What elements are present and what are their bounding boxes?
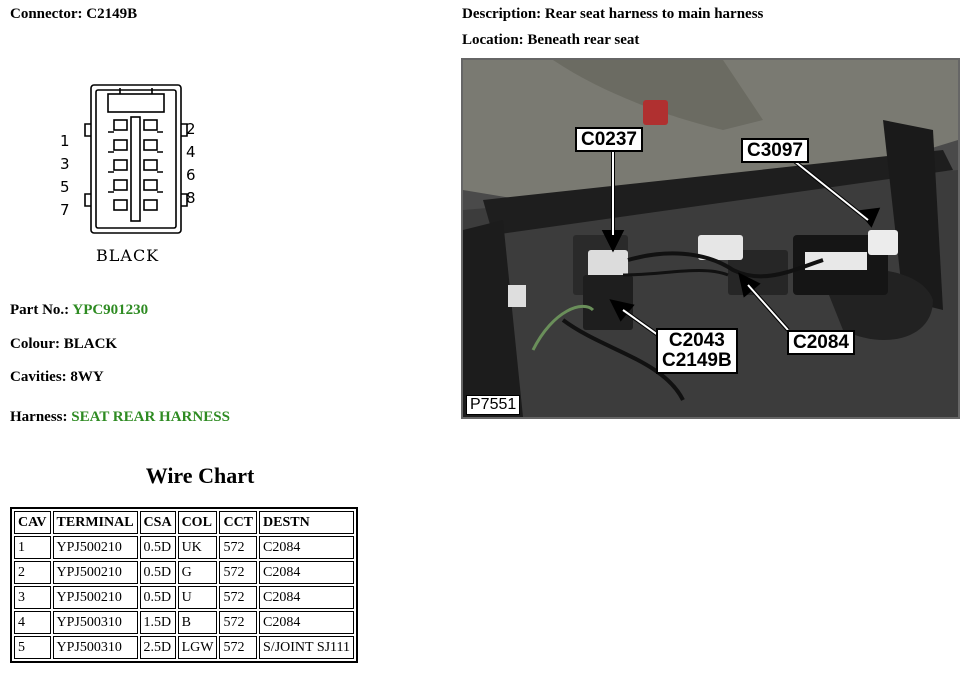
wire-chart-title: Wire Chart — [145, 463, 255, 488]
callout-c2043: C2043 — [668, 330, 725, 351]
photo-reference-tag: P7551 — [466, 395, 521, 415]
colour-line: Colour: BLACK — [10, 336, 117, 353]
part-no-label: Part No.: — [10, 302, 70, 318]
pin-number: 3 — [60, 155, 70, 173]
column-header: CCT — [219, 511, 258, 534]
right-pin-numbers: 2 4 6 8 — [186, 118, 196, 210]
pin-number: 8 — [186, 189, 196, 207]
table-cell: UK — [177, 536, 218, 559]
connector-outline-drawing — [84, 84, 188, 234]
column-header: TERMINAL — [52, 511, 138, 534]
table-cell: YPJ500210 — [52, 561, 138, 584]
table-cell: 0.5D — [139, 561, 176, 584]
table-cell: YPJ500210 — [52, 586, 138, 609]
table-cell: B — [177, 611, 218, 634]
description-value: Rear seat harness to main harness — [544, 6, 764, 22]
table-cell: G — [177, 561, 218, 584]
callout-c2149b: C2149B — [662, 350, 732, 371]
part-no-line: Part No.: YPC901230 — [10, 302, 148, 319]
pin-number: 2 — [186, 120, 196, 138]
table-cell: 2.5D — [139, 636, 176, 659]
column-header: DESTN — [259, 511, 355, 534]
harness-value: SEAT REAR HARNESS — [71, 409, 230, 425]
table-cell: 0.5D — [139, 536, 176, 559]
left-pin-numbers: 1 3 5 7 — [60, 130, 70, 222]
table-cell: 2 — [14, 561, 51, 584]
callout-c3097: C3097 — [741, 138, 809, 163]
connector-face-diagram: 1 3 5 7 2 4 6 8 BLACK — [56, 82, 206, 272]
table-cell: 572 — [219, 536, 258, 559]
table-row: 4 YPJ500310 1.5D B 572 C2084 — [14, 611, 355, 634]
diagram-caption: BLACK — [96, 246, 160, 265]
table-cell: 1.5D — [139, 611, 176, 634]
table-cell: YPJ500210 — [52, 536, 138, 559]
wire-chart-table: CAV TERMINAL CSA COL CCT DESTN 1 YPJ5002… — [10, 507, 359, 663]
table-cell: 4 — [14, 611, 51, 634]
callout-c2043-c2149b: C2043 C2149B — [656, 328, 738, 374]
description-line: Description: Rear seat harness to main h… — [462, 6, 763, 23]
column-header: CAV — [14, 511, 51, 534]
column-header: CSA — [139, 511, 176, 534]
table-cell: U — [177, 586, 218, 609]
table-header-row: CAV TERMINAL CSA COL CCT DESTN — [14, 511, 355, 534]
pin-number: 6 — [186, 166, 196, 184]
harness-line: Harness: SEAT REAR HARNESS — [10, 409, 230, 426]
table-cell: 1 — [14, 536, 51, 559]
table-cell: 3 — [14, 586, 51, 609]
table-row: 2 YPJ500210 0.5D G 572 C2084 — [14, 561, 355, 584]
callout-c0237: C0237 — [575, 127, 643, 152]
table-cell: 572 — [219, 636, 258, 659]
colour-label: Colour: — [10, 336, 60, 352]
location-photo: C0237 C3097 C2043 C2149B C2084 P7551 — [461, 58, 960, 419]
colour-value: BLACK — [63, 336, 118, 352]
cavities-label: Cavities: — [10, 369, 67, 385]
table-cell: S/JOINT SJ111 — [259, 636, 355, 659]
table-cell: 572 — [219, 611, 258, 634]
table-cell: 0.5D — [139, 586, 176, 609]
part-no-value: YPC901230 — [72, 302, 149, 318]
connector-value: C2149B — [86, 6, 138, 22]
table-cell: C2084 — [259, 586, 355, 609]
table-cell: C2084 — [259, 611, 355, 634]
table-cell: YPJ500310 — [52, 636, 138, 659]
table-cell: LGW — [177, 636, 218, 659]
cavities-line: Cavities: 8WY — [10, 369, 104, 386]
cavities-value: 8WY — [70, 369, 104, 385]
table-row: 1 YPJ500210 0.5D UK 572 C2084 — [14, 536, 355, 559]
pin-number: 4 — [186, 143, 196, 161]
description-label: Description: — [462, 6, 542, 22]
table-cell: 5 — [14, 636, 51, 659]
pin-number: 1 — [60, 132, 70, 150]
table-cell: C2084 — [259, 536, 355, 559]
pin-number: 5 — [60, 178, 70, 196]
table-cell: 572 — [219, 561, 258, 584]
location-value: Beneath rear seat — [527, 32, 640, 48]
harness-label: Harness: — [10, 409, 68, 425]
table-row: 3 YPJ500210 0.5D U 572 C2084 — [14, 586, 355, 609]
table-cell: YPJ500310 — [52, 611, 138, 634]
location-line: Location: Beneath rear seat — [462, 32, 639, 49]
table-cell: C2084 — [259, 561, 355, 584]
connector-line: Connector: C2149B — [10, 6, 137, 23]
column-header: COL — [177, 511, 218, 534]
connector-label: Connector: — [10, 6, 83, 22]
pin-number: 7 — [60, 201, 70, 219]
callout-c2084: C2084 — [787, 330, 855, 355]
table-cell: 572 — [219, 586, 258, 609]
location-label: Location: — [462, 32, 524, 48]
table-row: 5 YPJ500310 2.5D LGW 572 S/JOINT SJ111 — [14, 636, 355, 659]
